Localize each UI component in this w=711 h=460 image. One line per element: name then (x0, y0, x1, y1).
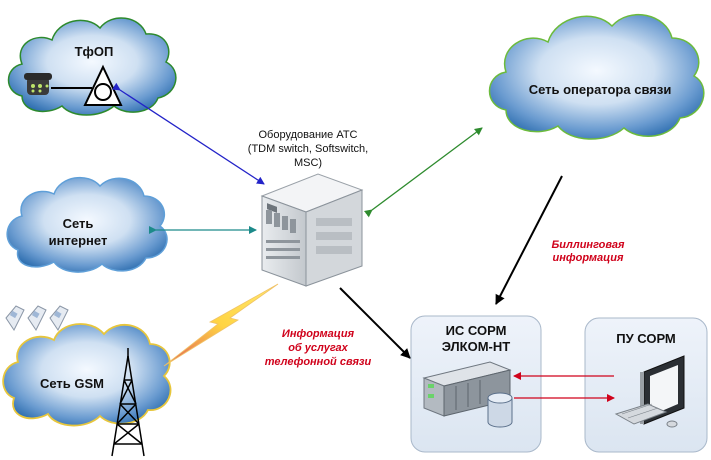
cloud-gsm: Сеть GSM (2, 305, 172, 457)
ats-equipment-label-line2: (TDM switch, Softswitch, (248, 143, 368, 155)
cloud-operator-label: Сеть оператора связи (529, 82, 672, 97)
arrow-operator-sorm (495, 175, 563, 305)
cloud-tfop-label: ТфОП (75, 44, 114, 59)
is-sorm-label-line2: ЭЛКОМ-НТ (442, 339, 510, 354)
computer-icon (614, 355, 685, 428)
arrow-ats-operator (363, 127, 483, 218)
cloud-operator-network: Сеть оператора связи (488, 13, 705, 140)
wireless-link-icon (163, 283, 279, 367)
pu-sorm-label: ПУ СОРМ (616, 331, 676, 346)
ats-equipment-label-line3: MSC) (294, 157, 322, 169)
billing-label-line1: Биллинговая (552, 239, 625, 251)
arrow-tfop-ats (111, 82, 265, 185)
cell-tower-icon (111, 348, 145, 457)
mobile-phone-icon-1 (5, 305, 25, 331)
box-pu-sorm: ПУ СОРМ (584, 317, 708, 453)
ats-equipment-label-line1: Оборудование АТС (258, 129, 357, 141)
telephony-info-label-line2: об услугах (288, 342, 348, 354)
mobile-phone-icon-3 (49, 305, 69, 331)
database-icon (487, 392, 513, 428)
telephony-info-label-line3: телефонной связи (265, 356, 372, 368)
telephony-info-label-line1: Информация (282, 328, 355, 340)
ats-server-icon (260, 173, 364, 287)
cloud-gsm-label: Сеть GSM (40, 376, 104, 391)
cloud-tfop: ТфОП (7, 17, 177, 116)
cloud-internet: Сеть интернет (6, 176, 168, 273)
rack-server-icon (422, 361, 512, 417)
mobile-phone-icon-2 (27, 305, 47, 331)
cloud-internet-label-line2: интернет (49, 233, 108, 248)
billing-label-line2: информация (553, 252, 624, 264)
box-is-sorm: ИС СОРМ ЭЛКОМ-НТ (410, 315, 542, 453)
arrow-ats-sorm (339, 287, 411, 359)
cloud-internet-label-line1: Сеть (63, 216, 94, 231)
phone-icon (24, 73, 52, 95)
is-sorm-label-line1: ИС СОРМ (446, 323, 507, 338)
